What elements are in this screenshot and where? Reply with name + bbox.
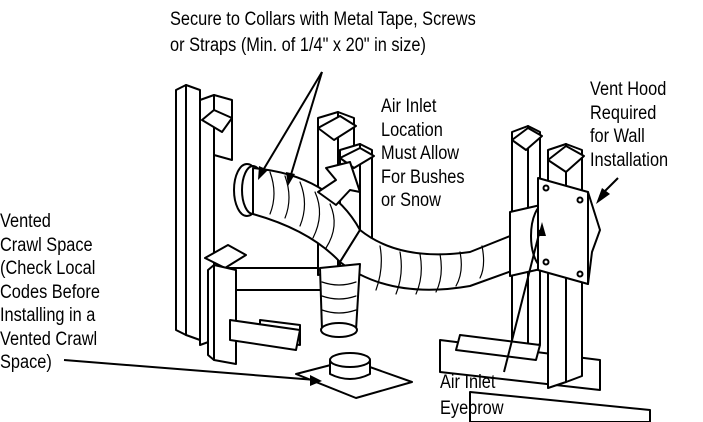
ducts [233, 163, 560, 338]
leader-lines [63, 71, 619, 381]
secure-collars-label-line1: Secure to Collars with Metal Tape, Screw… [170, 9, 476, 30]
leader-arrowheads [258, 166, 610, 386]
air-inlet-location-label: Air Inlet Location Must Allow For Bushes… [381, 96, 465, 211]
air-inlet-eyebrow-label: Air Inlet Eyebrow [440, 372, 504, 419]
airflow-arrow [317, 161, 361, 206]
vented-crawl-label: Vented Crawl Space (Check Local Codes Be… [0, 211, 100, 373]
floor-register [295, 352, 413, 399]
vent-hood-label: Vent Hood Required for Wall Installation [590, 79, 669, 171]
duct-corrugations [269, 171, 485, 314]
vent-hood [537, 177, 601, 285]
left-wall-studs [175, 84, 301, 365]
secure-collars-label-line2: or Straps (Min. of 1/4" x 20" in size) [170, 35, 426, 56]
